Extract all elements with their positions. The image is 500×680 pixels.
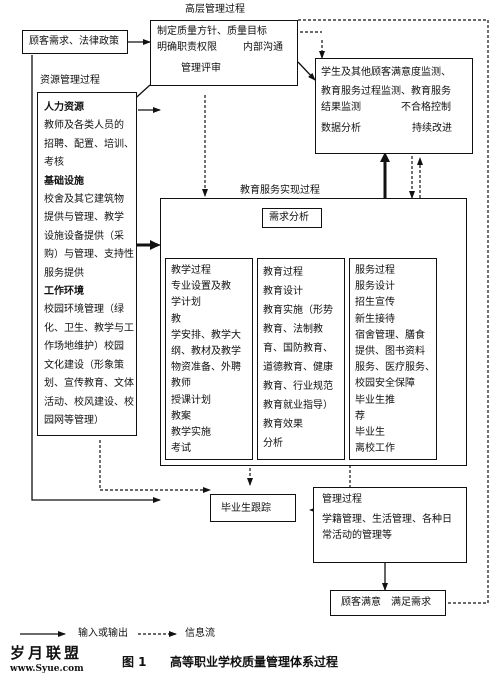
teaching-lines: 教学过程专业设置及教学计划教学安排、教学大纲、教材及教学物资准备、外聘教师授课计…	[171, 263, 241, 457]
teaching-line-0: 教学过程	[171, 265, 211, 276]
needs-analysis-text: 需求分析	[269, 212, 309, 223]
monitor-line-4b: 持续改进	[412, 123, 452, 134]
service-line-0: 服务过程	[355, 265, 395, 276]
service-line-1: 服务设计	[355, 281, 395, 293]
legend-info-label: 信息流	[185, 628, 215, 639]
mgmt-line-3: 管理评审	[181, 63, 221, 74]
education-line-8: 教育效果	[263, 419, 303, 430]
teaching-line-8: 授课计划	[171, 394, 211, 406]
education-box: 教育过程教育设计教育实施（形势教育、法制教育、国防教育、道德教育、健康教育、行业…	[257, 258, 345, 460]
manage-line-2: 学籍管理、生活管理、各种日	[322, 514, 452, 525]
resource-line-9: 服务提供	[44, 267, 84, 279]
resource-line-13: 作场地维护）校园	[44, 341, 124, 353]
education-line-6: 教育、行业规范	[263, 381, 333, 392]
resource-line-8: 购）与管理、支持性	[44, 249, 134, 261]
caption-fig: 图 1	[122, 655, 147, 669]
monitor-line-3b: 不合格控制	[401, 102, 451, 113]
education-line-4: 育、国防教育、	[263, 343, 333, 354]
satisfaction-text: 顾客满意 满足需求	[341, 597, 431, 608]
teaching-line-1: 专业设置及教	[171, 281, 231, 293]
service-realization-title: 教育服务实现过程	[240, 185, 320, 196]
resource-line-12: 化、卫生、教学与工	[44, 322, 134, 334]
resource-title: 资源管理过程	[40, 75, 100, 86]
resource-line-0: 人力资源	[44, 102, 84, 113]
service-line-9: 荐	[355, 410, 365, 422]
mgmt-line-2b: 内部沟通	[243, 42, 283, 53]
education-line-9: 分析	[263, 438, 283, 449]
service-line-3: 新生接待	[355, 313, 395, 325]
customer-law-text: 顾客需求、法律政策	[29, 36, 119, 47]
resource-line-10: 工作环境	[44, 286, 84, 298]
resource-line-11: 校园环境管理（绿	[44, 304, 124, 316]
graduate-tracking-box: 毕业生跟踪	[210, 494, 296, 522]
education-lines: 教育过程教育设计教育实施（形势教育、法制教育、国防教育、道德教育、健康教育、行业…	[263, 263, 333, 453]
manage-line-1: 管理过程	[322, 494, 362, 505]
resource-line-16: 活动、校风建设、校	[44, 396, 134, 408]
service-line-2: 招生宣传	[355, 297, 395, 309]
teaching-line-6: 物资准备、外聘	[171, 362, 241, 374]
arrow-mgmt-to-monitor	[297, 61, 316, 81]
service-line-11: 离校工作	[355, 443, 395, 455]
legend-io-label: 输入或输出	[78, 628, 128, 639]
education-line-3: 教育、法制教	[263, 324, 323, 335]
service-line-8: 毕业生推	[355, 394, 395, 406]
resource-line-6: 提供与管理、教学	[44, 212, 124, 224]
mgmt-line-2a: 明确职责权限	[157, 42, 217, 53]
needs-analysis-box: 需求分析	[262, 208, 322, 228]
resource-line-5: 校舍及其它建筑物	[44, 194, 124, 206]
mgmt-box: 制定质量方针、质量目标 明确职责权限 内部沟通 管理评审	[150, 20, 298, 86]
resource-line-3: 考核	[44, 157, 64, 169]
resource-line-4: 基础设施	[44, 175, 84, 187]
monitor-line-4a: 数据分析	[321, 123, 361, 134]
teaching-line-10: 教学实施	[171, 427, 211, 439]
resource-line-15: 划、宣传教育、文体	[44, 378, 134, 390]
teaching-line-2: 学计划	[171, 297, 201, 309]
mgmt-line-1: 制定质量方针、质量目标	[157, 26, 267, 37]
service-line-5: 提供、图书资料	[355, 346, 425, 358]
manage-box: 管理过程 学籍管理、生活管理、各种日 常活动的管理等	[313, 487, 467, 563]
service-line-6: 服务、医疗服务、	[355, 362, 435, 374]
watermark-cn: 岁月联盟	[10, 644, 83, 662]
service-lines: 服务过程服务设计招生宣传新生接待宿舍管理、膳食提供、图书资料服务、医疗服务、校园…	[355, 263, 435, 457]
teaching-line-5: 纲、教材及教学	[171, 346, 241, 358]
satisfaction-box: 顾客满意 满足需求	[330, 590, 446, 616]
monitor-line-3a: 结果监测	[321, 102, 361, 113]
graduate-tracking-text: 毕业生跟踪	[221, 503, 271, 514]
mgmt-title: 高层管理过程	[185, 4, 245, 15]
education-line-2: 教育实施（形势	[263, 305, 333, 316]
service-line-7: 校园安全保障	[355, 378, 415, 390]
customer-law-box: 顾客需求、法律政策	[22, 30, 128, 54]
monitor-box: 学生及其他顾客满意度监测、 教育服务过程监测、教育服务 结果监测 不合格控制 数…	[315, 58, 473, 154]
service-line-10: 毕业生	[355, 427, 385, 439]
education-line-7: 教育就业指导）	[263, 400, 333, 411]
resource-box: 人力资源教师及各类人员的招聘、配置、培训、考核基础设施校舍及其它建筑物提供与管理…	[37, 92, 137, 436]
teaching-line-11: 考试	[171, 443, 191, 455]
resource-line-14: 文化建设（形象策	[44, 359, 124, 371]
teaching-line-4: 学安排、教学大	[171, 329, 241, 341]
monitor-line-2: 教育服务过程监测、教育服务	[321, 86, 451, 97]
teaching-line-3: 教	[171, 313, 181, 325]
teaching-box: 教学过程专业设置及教学计划教学安排、教学大纲、教材及教学物资准备、外聘教师授课计…	[165, 258, 253, 460]
info-loop-right	[298, 19, 489, 604]
teaching-line-9: 教案	[171, 410, 191, 422]
teaching-line-7: 教师	[171, 378, 191, 390]
monitor-line-1: 学生及其他顾客满意度监测、	[321, 67, 451, 78]
education-line-0: 教育过程	[263, 267, 303, 278]
resource-line-17: 园网等管理）	[44, 414, 104, 426]
service-box: 服务过程服务设计招生宣传新生接待宿舍管理、膳食提供、图书资料服务、医疗服务、校园…	[349, 258, 437, 460]
education-line-1: 教育设计	[263, 286, 303, 297]
manage-line-3: 常活动的管理等	[322, 530, 392, 541]
service-line-4: 宿舍管理、膳食	[355, 329, 425, 341]
resource-lines: 人力资源教师及各类人员的招聘、配置、培训、考核基础设施校舍及其它建筑物提供与管理…	[44, 99, 134, 430]
arrow-left-loop	[31, 55, 161, 503]
watermark-url: www.Syue.com	[10, 664, 84, 674]
resource-line-2: 招聘、配置、培训、	[44, 138, 134, 150]
education-line-5: 道德教育、健康	[263, 362, 333, 373]
caption-title: 高等职业学校质量管理体系过程	[170, 655, 339, 669]
resource-line-1: 教师及各类人员的	[44, 120, 124, 132]
resource-line-7: 设施设备提供（采	[44, 230, 124, 242]
